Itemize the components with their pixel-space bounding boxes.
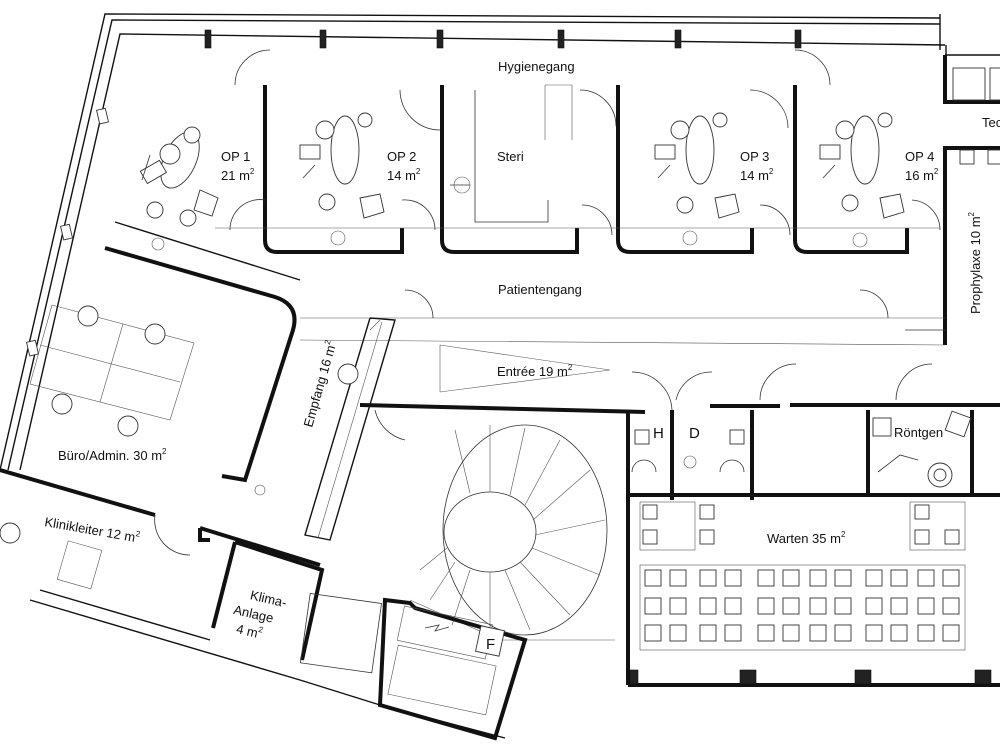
room-label-op3: OP 3 — [740, 149, 769, 164]
waiting-seat — [809, 597, 827, 615]
waiting-seat — [917, 597, 935, 615]
top-door-swings — [234, 49, 831, 140]
room-area-op2: 14 m2 — [387, 167, 421, 183]
waiting-seat — [699, 569, 717, 587]
waiting-seat — [865, 624, 883, 642]
lower-left-walls — [0, 468, 506, 739]
room-label-entree: Entrée 19 m2 — [497, 363, 573, 379]
waiting-seat — [834, 624, 852, 642]
room-label-steri: Steri — [497, 149, 524, 164]
room-label-buero: Büro/Admin. 30 m2 — [58, 447, 167, 463]
op-door-swings — [215, 199, 941, 236]
waiting-seat — [834, 597, 852, 615]
room-label-klima: Klima- Anlage 4 m2 — [232, 587, 288, 642]
symbol-h: H — [653, 425, 664, 442]
waiting-seat — [917, 624, 935, 642]
waiting-seat — [724, 597, 742, 615]
waiting-seat — [809, 624, 827, 642]
room-area-op1: 21 m2 — [221, 167, 255, 183]
waiting-seat — [834, 569, 852, 587]
room-label-prophylaxe: Prophylaxe 10 m2 — [967, 211, 983, 314]
waiting-seat — [757, 569, 775, 587]
waiting-seat — [942, 597, 960, 615]
waiting-seat — [942, 624, 960, 642]
middle-walls — [359, 403, 1000, 441]
room-label-roentgen: Röntgen — [894, 425, 943, 440]
symbol-f: F — [486, 636, 495, 653]
svg-text:4 m2: 4 m2 — [235, 620, 265, 642]
bathrooms — [626, 363, 1000, 685]
room-label-op1: OP 1 — [221, 149, 250, 164]
technik-room — [943, 54, 1000, 104]
waiting-seat — [757, 597, 775, 615]
room-label-warten: Warten 35 m2 — [767, 530, 846, 546]
waiting-seat — [644, 597, 662, 615]
waiting-seat — [644, 569, 662, 587]
symbol-d: D — [689, 425, 700, 442]
dental-chair-op2 — [299, 112, 385, 219]
waiting-seat — [942, 569, 960, 587]
waiting-seat — [782, 597, 800, 615]
waiting-seat — [699, 624, 717, 642]
waiting-seat — [669, 569, 687, 587]
office-desks — [29, 304, 359, 437]
waiting-seat — [669, 597, 687, 615]
dental-chair-op3 — [654, 112, 740, 219]
dental-chair-op4 — [819, 112, 905, 219]
waiting-seat — [917, 569, 935, 587]
waiting-seat — [782, 624, 800, 642]
lift-block — [300, 593, 528, 741]
room-label-klinikleiter: Klinikleiter 12 m2 — [43, 513, 141, 546]
room-label-hygienegang: Hygienegang — [498, 59, 575, 74]
room-area-op4: 16 m2 — [905, 167, 939, 183]
prophylaxe-room — [943, 146, 1000, 345]
room-label-patientengang: Patientengang — [498, 282, 582, 297]
waiting-room-seating — [628, 501, 1000, 687]
waiting-seat — [890, 569, 908, 587]
roentgen-equipment — [866, 410, 974, 495]
waiting-seat — [890, 624, 908, 642]
waiting-seat — [644, 624, 662, 642]
spiral-staircase — [409, 424, 615, 641]
room-area-op3: 14 m2 — [740, 167, 774, 183]
room-label-empfang: Empfang 16 m2 — [300, 338, 340, 428]
reception-counter — [104, 221, 396, 541]
waiting-seat — [809, 569, 827, 587]
corridor-lines — [299, 289, 946, 393]
waiting-seat — [890, 597, 908, 615]
op-room-walls — [263, 85, 909, 254]
room-label-op2: OP 2 — [387, 149, 416, 164]
waiting-seat — [724, 624, 742, 642]
outer-facade — [0, 13, 947, 471]
waiting-seat — [865, 569, 883, 587]
waiting-seat — [865, 597, 883, 615]
waiting-seat — [699, 597, 717, 615]
waiting-seat — [724, 569, 742, 587]
waiting-seat — [757, 624, 775, 642]
waiting-seat — [782, 569, 800, 587]
room-label-op4: OP 4 — [905, 149, 934, 164]
room-label-tec: Tec — [982, 115, 1000, 130]
dental-chair-op1 — [139, 126, 219, 227]
waiting-seat — [669, 624, 687, 642]
